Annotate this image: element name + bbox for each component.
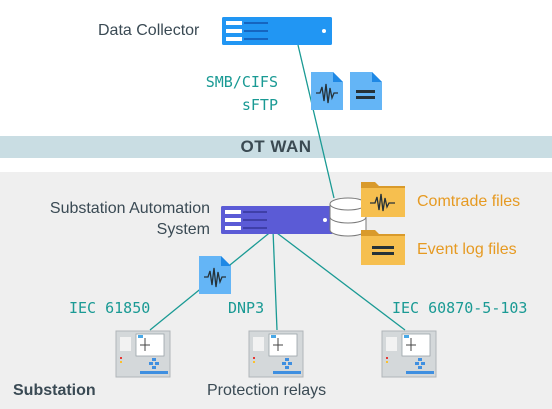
text-document-icon [350, 72, 382, 110]
protocol-smb-label: SMB/CIFS [205, 73, 278, 91]
link-relay-center [272, 229, 278, 331]
protection-relay-icon [248, 330, 304, 378]
sas-label-line2: System [156, 221, 210, 238]
sas-server-icon [221, 206, 333, 234]
waveform-document-icon [311, 72, 343, 110]
waveform-document-lower-icon [199, 256, 231, 294]
event-log-files-label: Event log files [417, 241, 517, 258]
collector-to-sas-link [297, 44, 335, 199]
protocol-iec60870-label: IEC 60870-5-103 [392, 299, 528, 317]
protocol-dnp3-label: DNP3 [228, 299, 265, 317]
link-relay-right [272, 229, 406, 331]
protection-relays-label: Protection relays [207, 382, 327, 399]
text-folder-icon [361, 230, 405, 265]
protocol-sftp-label: sFTP [241, 96, 278, 114]
protection-relay-icon [115, 330, 171, 378]
database-icon [329, 197, 367, 237]
protocol-iec61850-label: IEC 61850 [69, 299, 151, 317]
data-collector-label: Data Collector [98, 22, 200, 39]
sas-label-line1: Substation Automation [49, 200, 210, 217]
ot-wan-band [0, 136, 552, 158]
ot-wan-label: OT WAN [240, 137, 312, 156]
server-icon [222, 17, 332, 45]
comtrade-files-label: Comtrade files [417, 193, 521, 210]
substation-label: Substation [13, 382, 96, 399]
waveform-folder-icon [361, 182, 405, 217]
protection-relay-icon [381, 330, 437, 378]
